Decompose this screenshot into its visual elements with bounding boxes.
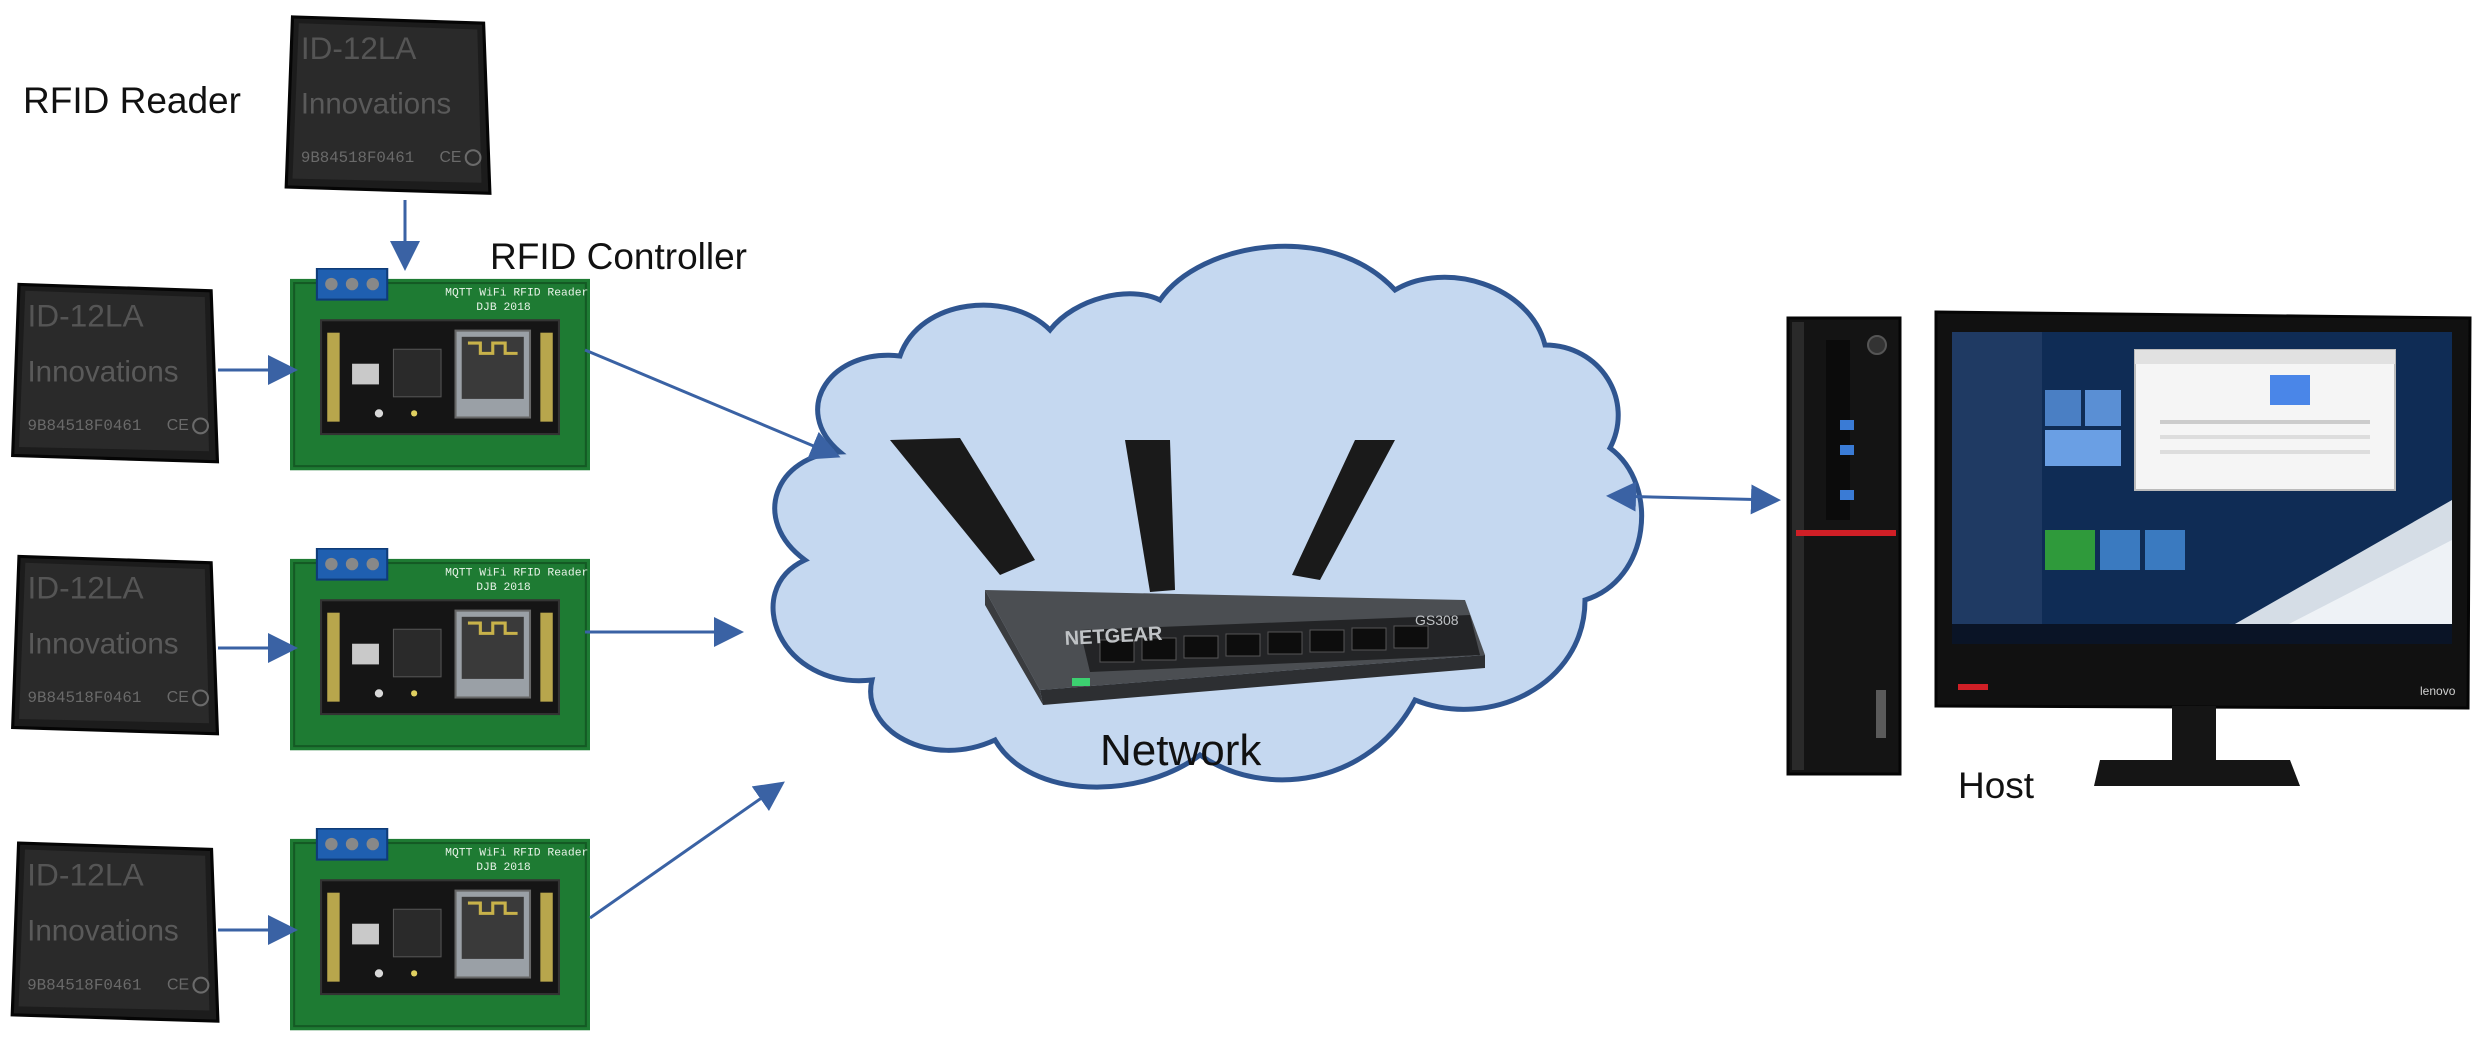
router-ports (1099, 625, 1429, 663)
rfid-reader-chip-top (284, 15, 492, 195)
router: NETGEAR GS308 (890, 438, 1485, 705)
router-brand: NETGEAR (1064, 623, 1163, 650)
monitor-brand: lenovo (2420, 684, 2456, 698)
router-model: GS308 (1415, 612, 1459, 628)
arrow-board3-to-network (589, 781, 785, 920)
host-monitor: lenovo (1934, 310, 2472, 786)
rfid-controller-label: RFID Controller (490, 236, 747, 277)
rfid-reader-chip-2 (11, 554, 220, 736)
rfid-reader-label: RFID Reader (23, 80, 241, 121)
rfid-controller-board-1 (290, 268, 590, 472)
connection-arrows (218, 200, 1781, 945)
host-tower (1786, 316, 1902, 776)
rfid-controller-board-2 (290, 548, 590, 752)
network-label: Network (1100, 726, 1262, 775)
rfid-reader-chip-3 (10, 841, 220, 1023)
rfid-reader-chip-1 (11, 282, 220, 464)
arrow-board1-to-network (584, 348, 841, 460)
network-cloud (770, 243, 1645, 790)
host-label: Host (1958, 765, 2035, 806)
rfid-controller-board-3 (290, 828, 590, 1032)
arrow-network-host (1606, 481, 1781, 515)
